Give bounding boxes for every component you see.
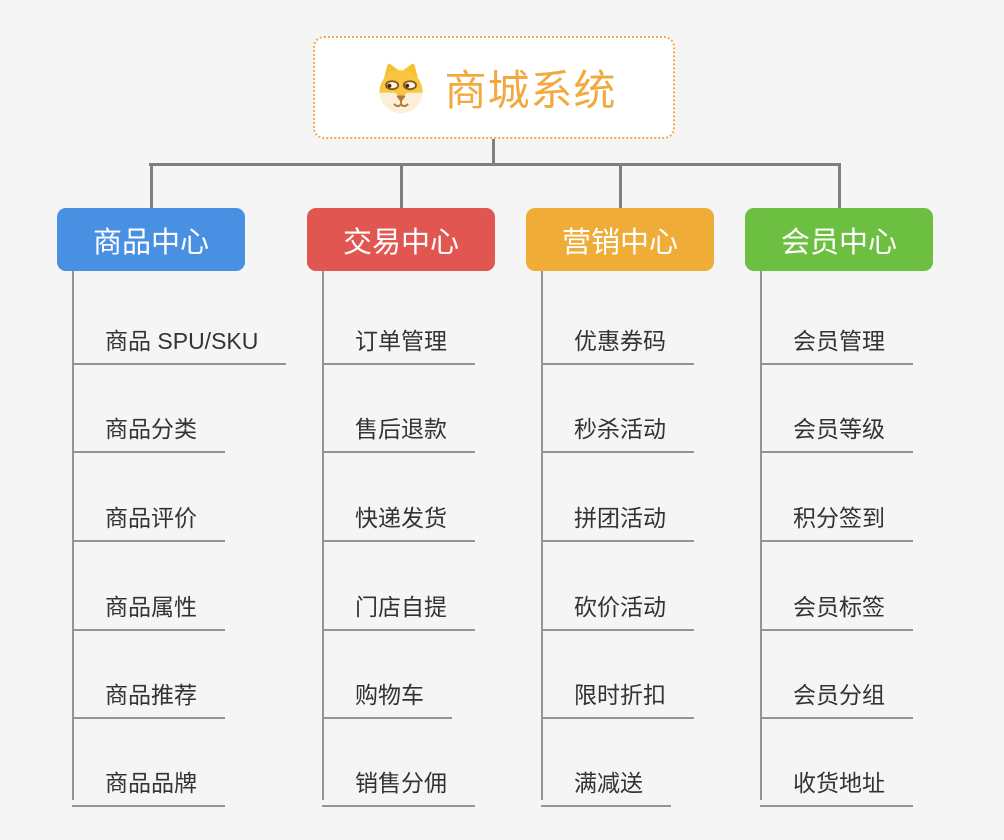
leaf-topic[interactable]: 收货地址 xyxy=(760,751,913,807)
leaf-topic[interactable]: 秒杀活动 xyxy=(541,397,694,453)
branch-spine-line xyxy=(760,271,762,800)
branch-node-trade-center[interactable]: 交易中心 xyxy=(307,208,495,271)
leaf-topic[interactable]: 积分签到 xyxy=(760,486,913,542)
branch-node-product-center[interactable]: 商品中心 xyxy=(57,208,245,271)
leaf-topic[interactable]: 商品 SPU/SKU xyxy=(72,309,287,365)
leaf-topic[interactable]: 优惠券码 xyxy=(541,309,694,365)
leaf-topic[interactable]: 订单管理 xyxy=(322,309,475,365)
branch-drop-line xyxy=(618,164,622,208)
leaf-topic[interactable]: 商品属性 xyxy=(72,575,225,631)
branch-spine-line xyxy=(541,271,543,800)
leaf-topic[interactable]: 门店自提 xyxy=(322,575,475,631)
branch-drop-line xyxy=(149,164,153,208)
branch-spine-line xyxy=(72,271,74,800)
leaf-topic[interactable]: 满减送 xyxy=(541,751,671,807)
branch-node-member-center[interactable]: 会员中心 xyxy=(745,208,933,271)
leaf-topic[interactable]: 会员标签 xyxy=(760,575,913,631)
root-node[interactable]: 商城系统 xyxy=(313,36,675,139)
branch-node-marketing-center[interactable]: 营销中心 xyxy=(526,208,714,271)
branch-connector-bar xyxy=(149,163,841,166)
branch-node-label: 交易中心 xyxy=(342,226,459,259)
leaf-topic[interactable]: 商品评价 xyxy=(72,486,225,542)
branch-drop-line xyxy=(837,164,841,208)
branch-spine-line xyxy=(322,271,324,800)
branch-node-label: 商品中心 xyxy=(92,226,209,259)
branch-node-label: 营销中心 xyxy=(561,226,678,259)
dog-face-icon xyxy=(379,63,424,113)
branch-node-label: 会员中心 xyxy=(780,226,897,259)
leaf-topic[interactable]: 会员管理 xyxy=(760,309,913,365)
leaf-topic[interactable]: 购物车 xyxy=(322,663,452,719)
leaf-topic[interactable]: 销售分佣 xyxy=(322,751,475,807)
leaf-topic[interactable]: 商品品牌 xyxy=(72,751,225,807)
root-stem-line xyxy=(492,139,495,166)
leaf-topic[interactable]: 砍价活动 xyxy=(541,575,694,631)
leaf-topic[interactable]: 会员分组 xyxy=(760,663,913,719)
leaf-topic[interactable]: 商品推荐 xyxy=(72,663,225,719)
leaf-topic[interactable]: 限时折扣 xyxy=(541,663,694,719)
leaf-topic[interactable]: 拼团活动 xyxy=(541,486,694,542)
leaf-topic[interactable]: 会员等级 xyxy=(760,397,913,453)
leaf-topic[interactable]: 商品分类 xyxy=(72,397,225,453)
leaf-topic[interactable]: 售后退款 xyxy=(322,397,475,453)
branch-drop-line xyxy=(399,164,403,208)
leaf-topic[interactable]: 快递发货 xyxy=(322,486,475,542)
root-node-label: 商城系统 xyxy=(444,67,617,114)
